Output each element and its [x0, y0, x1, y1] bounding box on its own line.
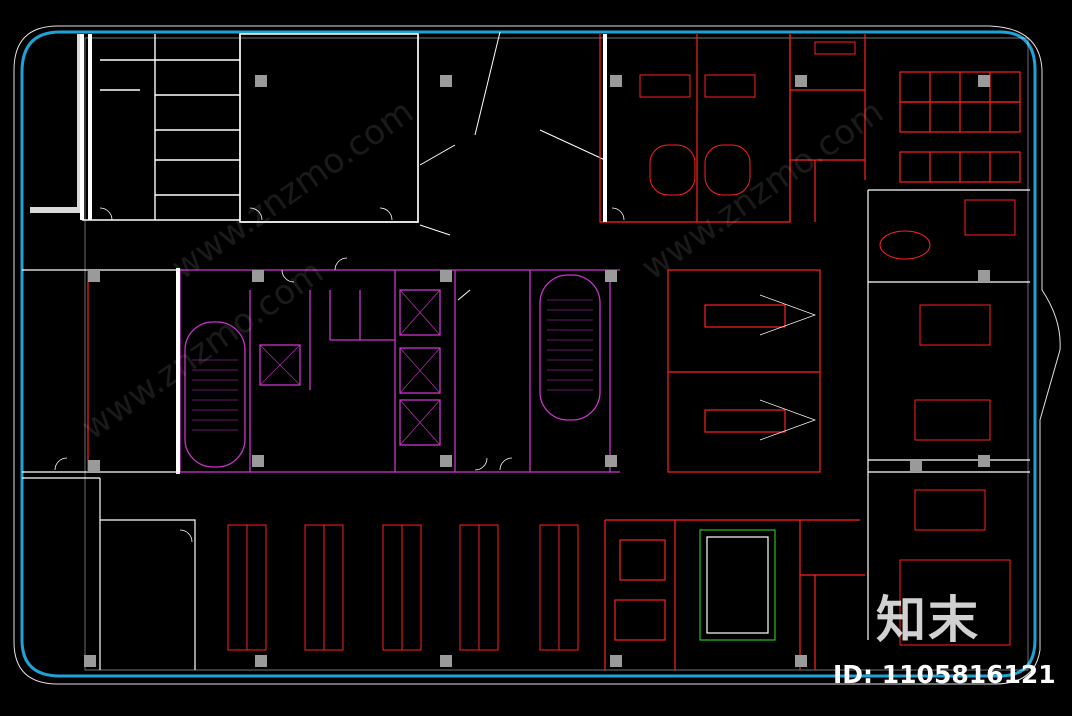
top-left-rooms: [80, 34, 419, 223]
bottom-left-room: [22, 477, 196, 670]
watermark-logo: 知末: [876, 591, 980, 649]
office-desks: [639, 41, 856, 196]
bottom-workstations: [227, 524, 579, 651]
stair-treads: [192, 299, 593, 431]
outer-boundary-white: [13, 25, 1061, 685]
meeting-rooms: [667, 269, 821, 473]
top-left-room-outline: [239, 33, 419, 223]
right-side-rooms: [867, 189, 1030, 640]
elevator-crosses: [259, 289, 441, 446]
right-room-furniture: [879, 199, 1016, 646]
leader-lines: [419, 31, 606, 301]
columns: [84, 75, 990, 667]
door-swings: [54, 207, 625, 543]
left-wing: [22, 268, 180, 670]
bottom-meeting-suite: [604, 519, 865, 670]
watermark-id: ID: 1105816121: [833, 660, 1056, 689]
top-offices: [599, 34, 866, 223]
corridor-pipe: [30, 34, 83, 213]
outer-boundary-cyan: [20, 30, 1037, 678]
top-right-workstations: [899, 71, 1021, 183]
inner-boundary: [84, 37, 1029, 671]
